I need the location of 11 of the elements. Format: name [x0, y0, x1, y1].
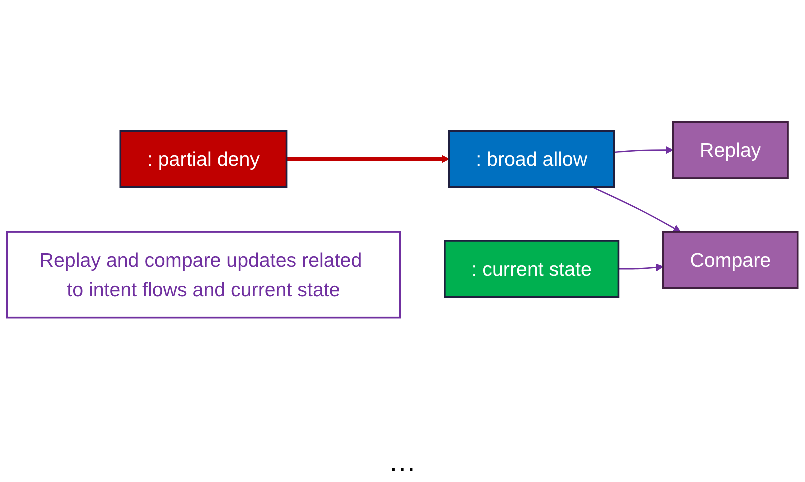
ellipsis-text: …	[388, 446, 416, 477]
node-box: : partial deny	[120, 130, 288, 188]
node-box: Replay and compare updates related to intent flows and current state	[6, 231, 402, 319]
node-box: : broad allow	[448, 130, 616, 188]
arrow	[592, 186, 682, 232]
node-box: Replay	[672, 121, 789, 180]
arrow	[614, 146, 674, 154]
arrow	[286, 155, 450, 164]
arrow	[618, 264, 664, 272]
node-box: Compare	[662, 231, 799, 290]
node-box: : current state	[444, 240, 620, 298]
